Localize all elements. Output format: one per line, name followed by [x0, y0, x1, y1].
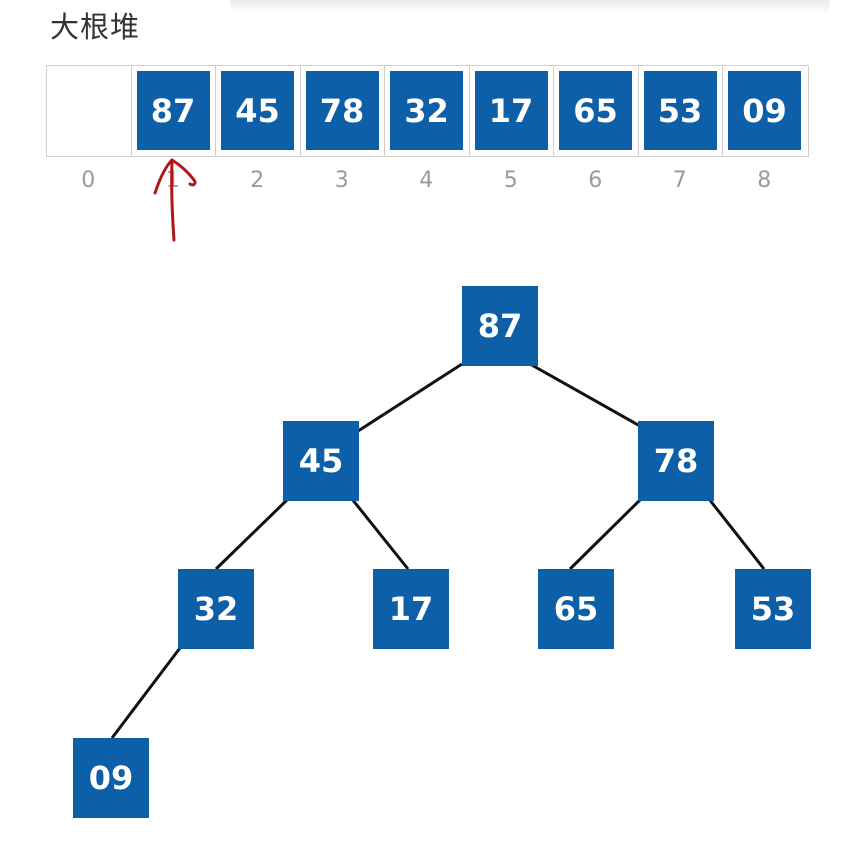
array-value-5: 17 [474, 71, 548, 150]
tree-node-32: 32 [178, 569, 254, 649]
heap-array: 87 45 78 32 17 65 53 09 [46, 65, 809, 157]
edge-78-65 [568, 497, 643, 571]
array-cell-1: 87 [132, 66, 216, 156]
array-cell-3: 78 [301, 66, 385, 156]
array-index-2: 2 [250, 168, 265, 193]
array-cell-7: 53 [639, 66, 723, 156]
array-index-5: 5 [503, 168, 518, 193]
array-value-7: 53 [643, 71, 717, 150]
array-index-6: 6 [588, 168, 603, 193]
edge-78-53 [707, 498, 766, 570]
array-index-8: 8 [757, 168, 772, 193]
edge-87-78 [529, 362, 641, 428]
edge-32-09 [110, 647, 182, 739]
array-cell-2: 45 [216, 66, 301, 156]
array-cell-5: 17 [470, 66, 554, 156]
tree-node-53: 53 [735, 569, 811, 649]
array-value-3: 78 [305, 71, 379, 150]
tree-node-65: 65 [538, 569, 614, 649]
array-cell-0 [47, 66, 132, 156]
array-value-6: 65 [559, 71, 632, 150]
array-value-8: 09 [728, 71, 801, 150]
handwritten-arrow-icon [153, 158, 197, 242]
top-edge-shadow [230, 0, 830, 14]
tree-node-78: 78 [638, 421, 714, 501]
array-index-0: 0 [81, 168, 96, 193]
array-value-4: 32 [390, 71, 463, 150]
array-value-1: 87 [136, 71, 210, 150]
diagram-title: 大根堆 [50, 10, 141, 44]
edge-45-17 [350, 498, 410, 570]
edge-87-45 [354, 362, 463, 435]
tree-node-17: 17 [373, 569, 449, 649]
tree-node-09: 09 [73, 738, 149, 818]
array-index-7: 7 [672, 168, 687, 193]
array-cell-4: 32 [385, 66, 470, 156]
array-cell-8: 09 [723, 66, 808, 156]
tree-node-45: 45 [283, 421, 359, 501]
edge-45-32 [214, 497, 290, 571]
array-cell-6: 65 [554, 66, 639, 156]
array-index-3: 3 [334, 168, 349, 193]
array-index-4: 4 [419, 168, 434, 193]
array-index-row: 0 1 2 3 4 5 6 7 8 [46, 168, 807, 193]
array-value-2: 45 [221, 71, 294, 150]
tree-node-87: 87 [462, 286, 538, 366]
